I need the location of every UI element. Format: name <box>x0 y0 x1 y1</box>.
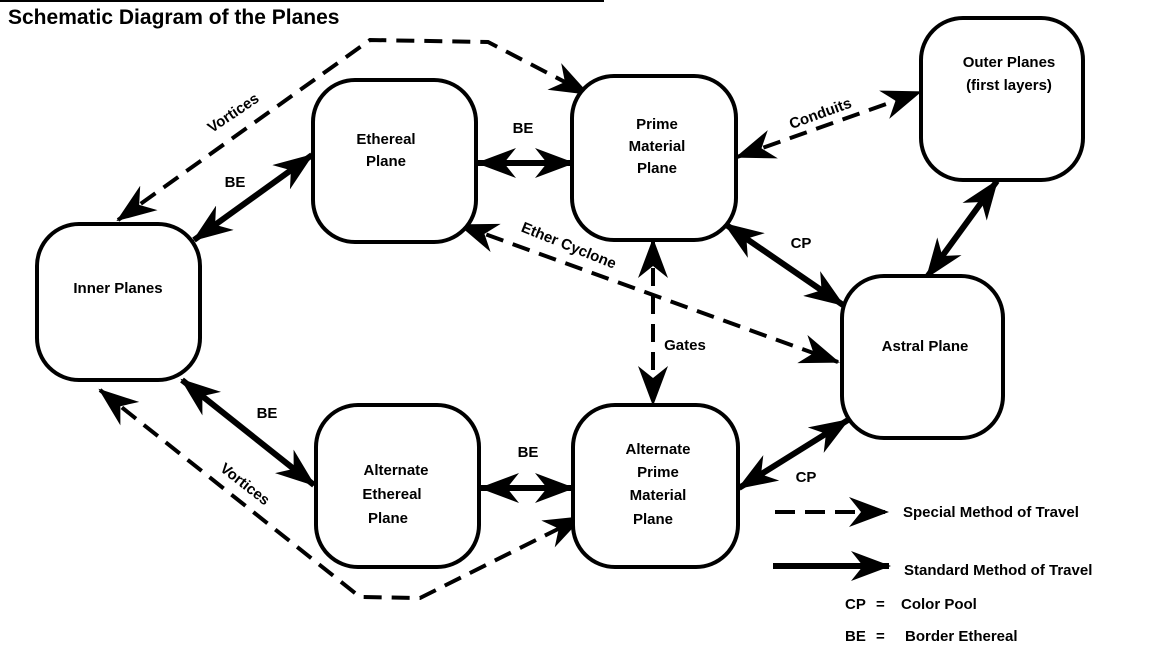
edge-label-be: BE <box>257 405 278 422</box>
node-label: Plane <box>368 510 408 527</box>
diagram-title: Schematic Diagram of the Planes <box>8 6 340 29</box>
legend-eq: = <box>876 628 885 645</box>
node-astral-plane[interactable]: Astral Plane <box>840 274 1005 440</box>
node-label: Ethereal <box>362 486 421 503</box>
nodes: Inner Planes Ethereal Plane Prime Materi… <box>35 16 1085 569</box>
node-inner-planes[interactable]: Inner Planes <box>35 222 202 382</box>
edge-vortices-top <box>116 37 590 222</box>
node-label: Inner Planes <box>73 280 162 297</box>
edge-outer-astral <box>924 179 1000 279</box>
legend-abbr-cp: CP <box>845 596 866 613</box>
node-label: Material <box>629 138 686 155</box>
node-label: Outer Planes <box>963 54 1056 71</box>
node-ethereal-plane[interactable]: Ethereal Plane <box>311 78 478 244</box>
edge-label-be: BE <box>225 174 246 191</box>
node-label: Plane <box>637 160 677 177</box>
edge-label-be: BE <box>518 444 539 461</box>
edge-vortices-bottom <box>98 388 584 601</box>
node-label: Prime <box>636 116 678 133</box>
node-label: Plane <box>633 511 673 528</box>
node-label: Prime <box>637 464 679 481</box>
legend-meaning-cp: Color Pool <box>901 596 977 613</box>
node-label: Alternate <box>363 462 428 479</box>
edge-label-be: BE <box>513 120 534 137</box>
node-label: Plane <box>366 153 406 170</box>
edge-conduits <box>735 90 922 159</box>
legend-standard-label: Standard Method of Travel <box>904 562 1092 579</box>
node-outer-planes[interactable]: Outer Planes (first layers) <box>919 16 1085 182</box>
legend: Special Method of Travel Standard Method… <box>773 497 1092 645</box>
edge-label-gates: Gates <box>664 337 706 354</box>
edge-ether-cyclone <box>458 223 840 364</box>
edge-cp-alt-prime-astral <box>737 417 850 491</box>
node-alternate-ethereal-plane[interactable]: Alternate Ethereal Plane <box>314 403 481 569</box>
node-label: Material <box>630 487 687 504</box>
legend-special-label: Special Method of Travel <box>903 504 1079 521</box>
node-label: Astral Plane <box>882 338 969 355</box>
node-label: Ethereal <box>356 131 415 148</box>
legend-meaning-be: Border Ethereal <box>905 628 1018 645</box>
legend-eq: = <box>876 596 885 613</box>
edge-be-inner-ethereal <box>192 152 314 243</box>
node-prime-material-plane[interactable]: Prime Material Plane <box>570 74 738 242</box>
edge-label-vortices: Vortices <box>217 460 273 509</box>
edge-labels: BE Vortices BE Conduits CP Ether Cyclone… <box>205 90 854 509</box>
edge-label-cp: CP <box>796 469 817 486</box>
node-label: Alternate <box>625 441 690 458</box>
edges <box>98 37 1000 601</box>
edge-label-vortices: Vortices <box>205 90 263 137</box>
edge-label-cp: CP <box>791 235 812 252</box>
edge-cp-prime-astral <box>723 221 845 308</box>
legend-abbr-be: BE <box>845 628 866 645</box>
top-rule <box>0 0 604 2</box>
node-alternate-prime-material-plane[interactable]: Alternate Prime Material Plane <box>571 403 740 569</box>
node-label: (first layers) <box>966 77 1052 94</box>
